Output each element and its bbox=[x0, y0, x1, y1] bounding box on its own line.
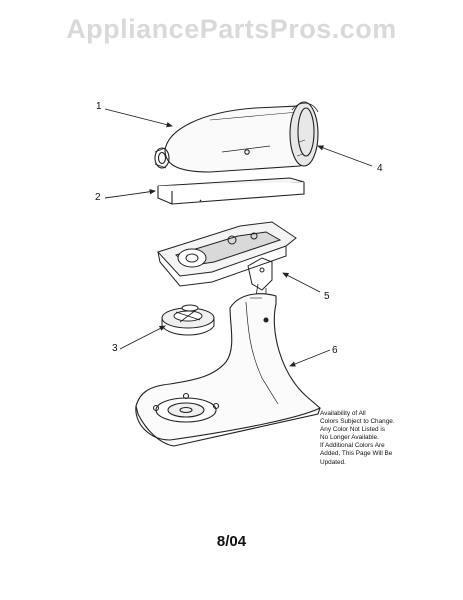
callout-3: 3 bbox=[112, 343, 118, 354]
callout-leaders bbox=[104, 108, 373, 367]
notice-line: No Longer Available. bbox=[320, 434, 379, 442]
revision-date: 8/04 bbox=[216, 533, 247, 550]
notice-line: Added, This Page Will Be bbox=[320, 450, 393, 458]
watermark: AppliancePartsPros.com bbox=[66, 14, 397, 44]
part-gear-case bbox=[157, 221, 297, 300]
part-motor-housing bbox=[154, 101, 319, 173]
callout-5: 5 bbox=[324, 291, 330, 302]
part-band bbox=[157, 177, 305, 205]
callout-4: 4 bbox=[377, 163, 383, 174]
notice-line: Availability of All bbox=[320, 410, 366, 417]
callout-1: 1 bbox=[96, 101, 102, 112]
notice-line: If Additional Colors Are bbox=[320, 442, 385, 450]
notice-line: Updated. bbox=[320, 458, 346, 466]
notice-line: Colors Subject to Change. bbox=[320, 418, 395, 426]
notice-line: Any Color Not Listed is bbox=[320, 426, 385, 434]
callout-6: 6 bbox=[332, 345, 338, 356]
color-availability-notice: Availability of All Colors Subject to Ch… bbox=[320, 410, 440, 467]
callout-2: 2 bbox=[95, 192, 101, 203]
part-planetary-gear bbox=[161, 304, 215, 336]
part-pedestal-base bbox=[135, 293, 321, 447]
